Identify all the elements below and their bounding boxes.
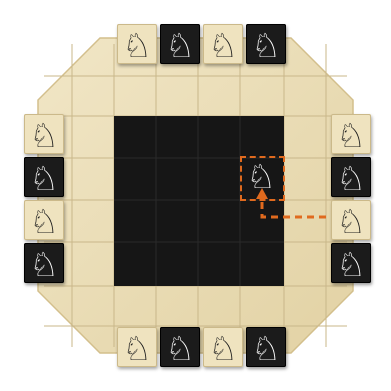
knight-piece-left-4[interactable]: ♘ <box>24 243 64 283</box>
center-knight-piece[interactable]: ♘ <box>241 155 281 195</box>
knight-icon: ♘ <box>29 248 59 281</box>
knight-icon: ♘ <box>336 162 366 195</box>
knight-piece-top-2[interactable]: ♘ <box>160 24 200 64</box>
knight-icon: ♘ <box>122 29 152 62</box>
knight-piece-bottom-2[interactable]: ♘ <box>160 327 200 367</box>
knight-piece-bottom-4[interactable]: ♘ <box>246 327 286 367</box>
knight-icon: ♘ <box>336 119 366 152</box>
knight-icon: ♘ <box>208 332 238 365</box>
knight-piece-bottom-1[interactable]: ♘ <box>117 327 157 367</box>
knight-piece-right-1[interactable]: ♘ <box>331 114 371 154</box>
knight-icon: ♘ <box>251 29 281 62</box>
knight-icon: ♘ <box>208 29 238 62</box>
knight-piece-top-4[interactable]: ♘ <box>246 24 286 64</box>
knight-icon: ♘ <box>336 205 366 238</box>
knight-piece-bottom-3[interactable]: ♘ <box>203 327 243 367</box>
knight-piece-top-1[interactable]: ♘ <box>117 24 157 64</box>
knight-icon: ♘ <box>251 332 281 365</box>
knight-icon: ♘ <box>29 205 59 238</box>
knight-icon: ♘ <box>29 162 59 195</box>
knight-piece-right-2[interactable]: ♘ <box>331 157 371 197</box>
inner-dark-square <box>114 116 284 286</box>
knight-icon: ♘ <box>165 332 195 365</box>
knight-icon: ♘ <box>165 29 195 62</box>
knight-icon: ♘ <box>336 248 366 281</box>
knight-piece-top-3[interactable]: ♘ <box>203 24 243 64</box>
knight-icon: ♘ <box>246 160 276 193</box>
knight-piece-left-3[interactable]: ♘ <box>24 200 64 240</box>
knight-icon: ♘ <box>122 332 152 365</box>
knight-piece-right-4[interactable]: ♘ <box>331 243 371 283</box>
knight-piece-right-3[interactable]: ♘ <box>331 200 371 240</box>
knight-piece-left-1[interactable]: ♘ <box>24 114 64 154</box>
knight-piece-left-2[interactable]: ♘ <box>24 157 64 197</box>
knight-icon: ♘ <box>29 119 59 152</box>
